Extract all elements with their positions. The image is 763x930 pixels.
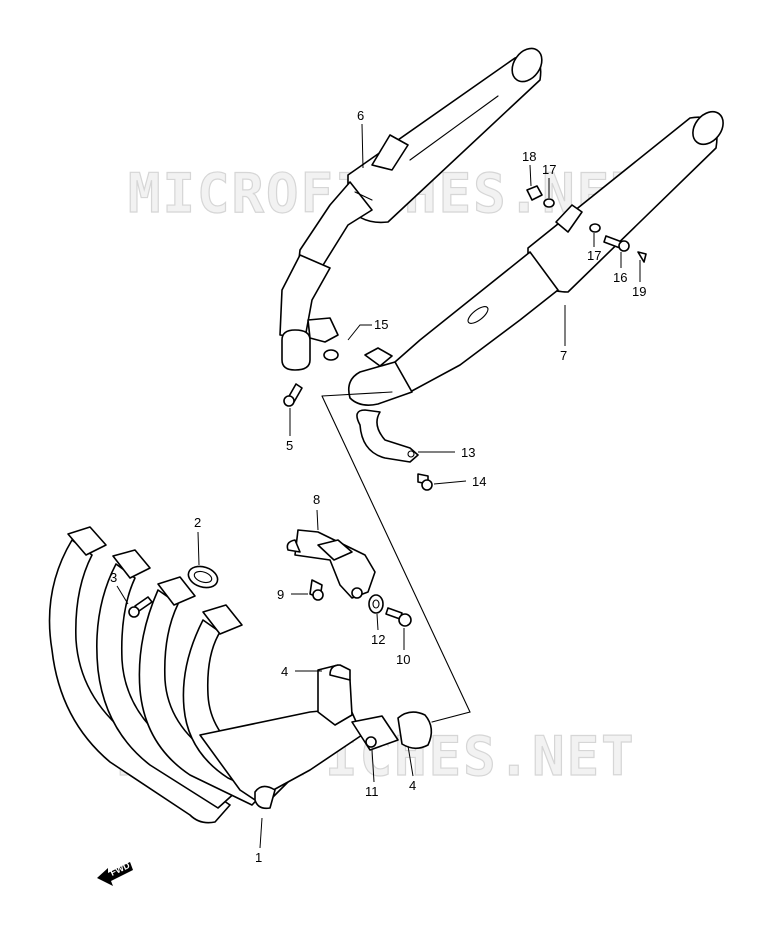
callout-7: 7 bbox=[560, 348, 567, 363]
callout-18: 18 bbox=[522, 149, 536, 164]
callout-15: 15 bbox=[374, 317, 388, 332]
callout-19: 19 bbox=[632, 284, 646, 299]
callout-14: 14 bbox=[472, 474, 486, 489]
bolt-16[interactable] bbox=[603, 235, 630, 252]
bolt-14[interactable] bbox=[417, 473, 433, 491]
callout-8: 8 bbox=[313, 492, 320, 507]
exhaust-mount-bracket[interactable] bbox=[286, 529, 376, 599]
callout-6: 6 bbox=[357, 108, 364, 123]
callout-4-upper: 4 bbox=[281, 664, 288, 679]
washer-15[interactable] bbox=[323, 349, 339, 361]
exhaust-gasket[interactable] bbox=[186, 563, 221, 591]
leader-lines bbox=[116, 123, 641, 849]
callout-3: 3 bbox=[110, 570, 117, 585]
callout-13: 13 bbox=[461, 445, 475, 460]
bolt-3[interactable] bbox=[128, 596, 153, 618]
muffler-upper[interactable] bbox=[279, 43, 548, 371]
callout-12: 12 bbox=[371, 632, 385, 647]
callout-17-lower: 17 bbox=[587, 248, 601, 263]
callout-2: 2 bbox=[194, 515, 201, 530]
washer-17a[interactable] bbox=[543, 198, 555, 208]
plug-19[interactable] bbox=[637, 251, 647, 263]
nut-18[interactable] bbox=[526, 185, 543, 201]
callout-11: 11 bbox=[365, 784, 379, 799]
callout-1: 1 bbox=[255, 850, 262, 865]
muffler-bracket[interactable] bbox=[356, 409, 419, 463]
bolt-10[interactable] bbox=[385, 607, 412, 627]
exhaust-pipe-assembly[interactable] bbox=[48, 526, 433, 824]
assembly-reference-line bbox=[321, 391, 471, 723]
muffler-lower[interactable] bbox=[347, 106, 730, 406]
bolt-9[interactable] bbox=[309, 579, 324, 601]
bolt-5[interactable] bbox=[283, 383, 303, 407]
washer-17b[interactable] bbox=[589, 223, 601, 233]
callout-10: 10 bbox=[396, 652, 410, 667]
callout-17-upper: 17 bbox=[542, 162, 556, 177]
callout-9: 9 bbox=[277, 587, 284, 602]
grommet-12[interactable] bbox=[368, 594, 384, 614]
fwd-marker: FWD bbox=[97, 860, 133, 886]
callout-5: 5 bbox=[286, 438, 293, 453]
callout-4-lower: 4 bbox=[409, 778, 416, 793]
callout-16: 16 bbox=[613, 270, 627, 285]
